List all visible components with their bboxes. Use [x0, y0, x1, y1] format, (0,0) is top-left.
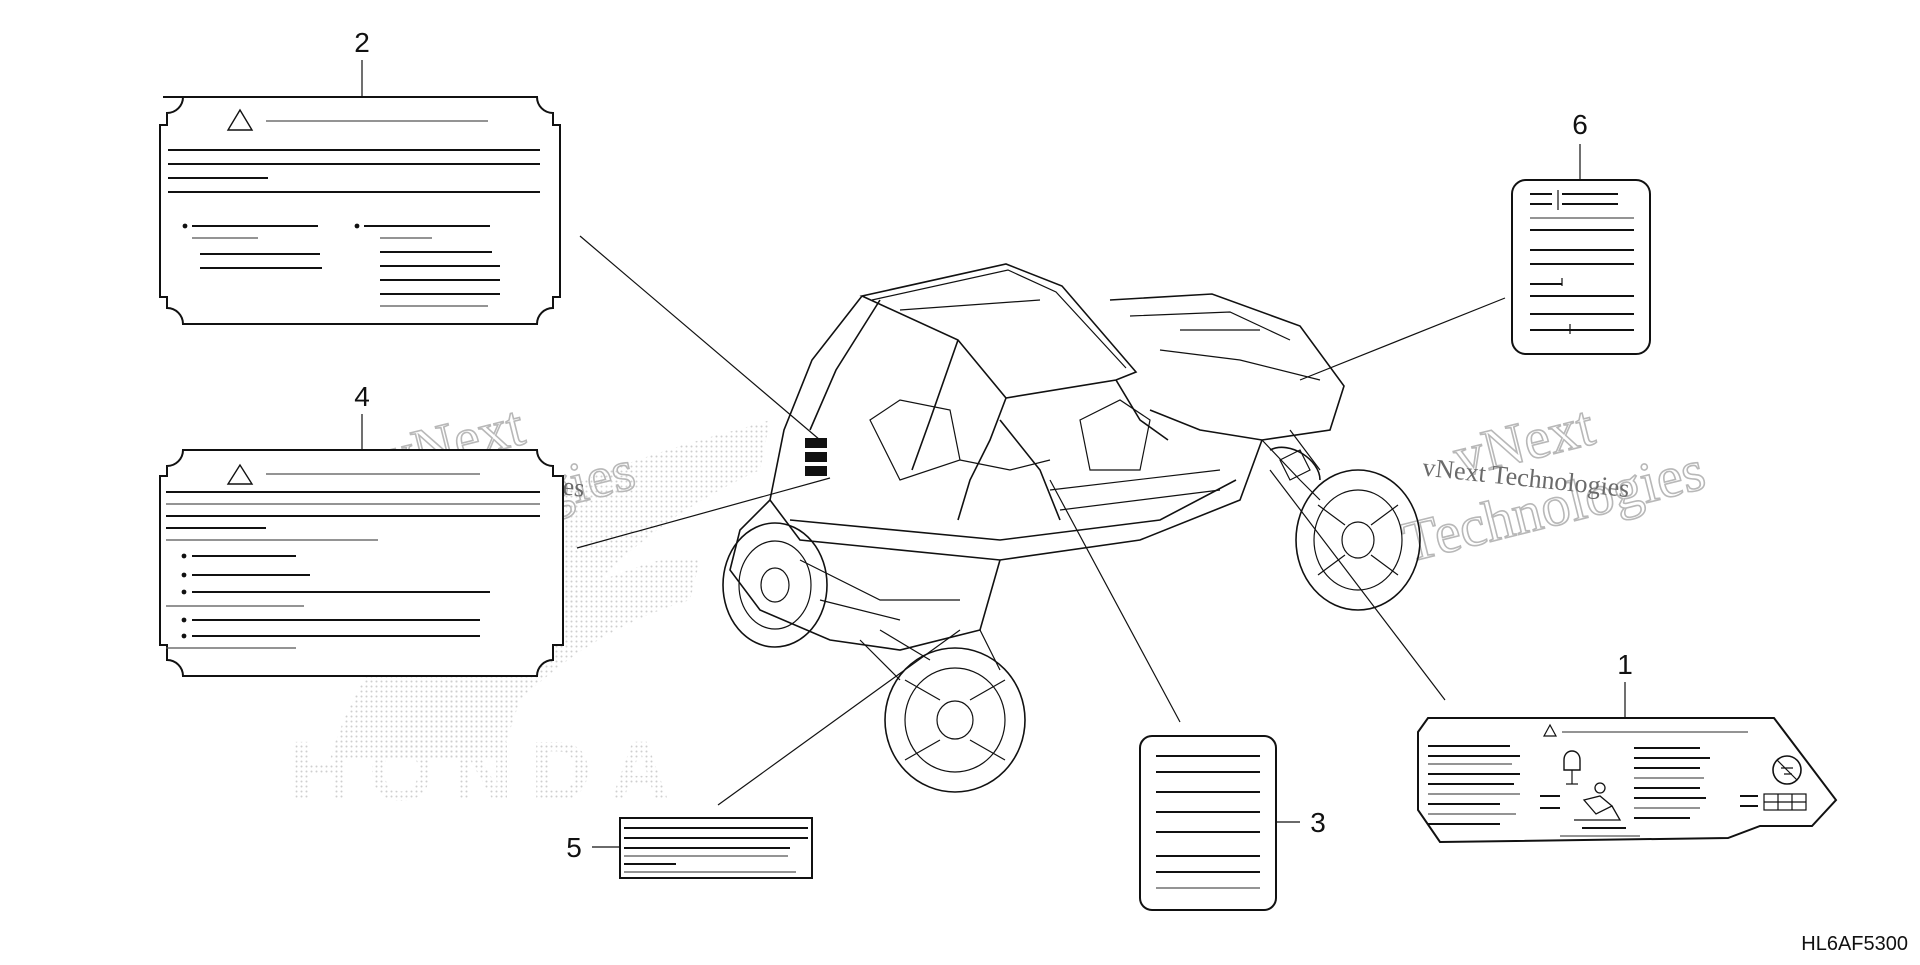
callout-6: 6	[1572, 109, 1588, 140]
label-1	[1417, 717, 1838, 844]
callout-5: 5	[566, 832, 582, 863]
label-6	[1511, 179, 1651, 355]
warning-triangle-icon	[1542, 723, 1558, 737]
callout-4: 4	[354, 381, 370, 412]
rear-right-wheel	[1295, 469, 1421, 611]
label-4	[159, 449, 564, 677]
label-2	[159, 96, 561, 325]
callout-2: 2	[354, 27, 370, 58]
leader-lines	[576, 235, 1506, 806]
label-5	[619, 817, 813, 879]
front-right-wheel	[884, 647, 1026, 793]
front-left-wheel	[722, 522, 828, 648]
callout-3: 3	[1310, 807, 1326, 838]
callout-1: 1	[1617, 649, 1633, 680]
label-3	[1139, 735, 1277, 911]
helmet-icon	[1563, 750, 1581, 785]
honda-brand-watermark: HONDA	[290, 724, 688, 818]
warning-triangle-icon	[226, 108, 254, 131]
rider-icon	[1574, 782, 1622, 821]
drawing-code: HL6AF5300	[1801, 933, 1908, 955]
warning-triangle-icon	[226, 463, 254, 485]
no-passenger-icon	[1772, 755, 1802, 785]
vehicle-illustration	[722, 263, 1421, 793]
